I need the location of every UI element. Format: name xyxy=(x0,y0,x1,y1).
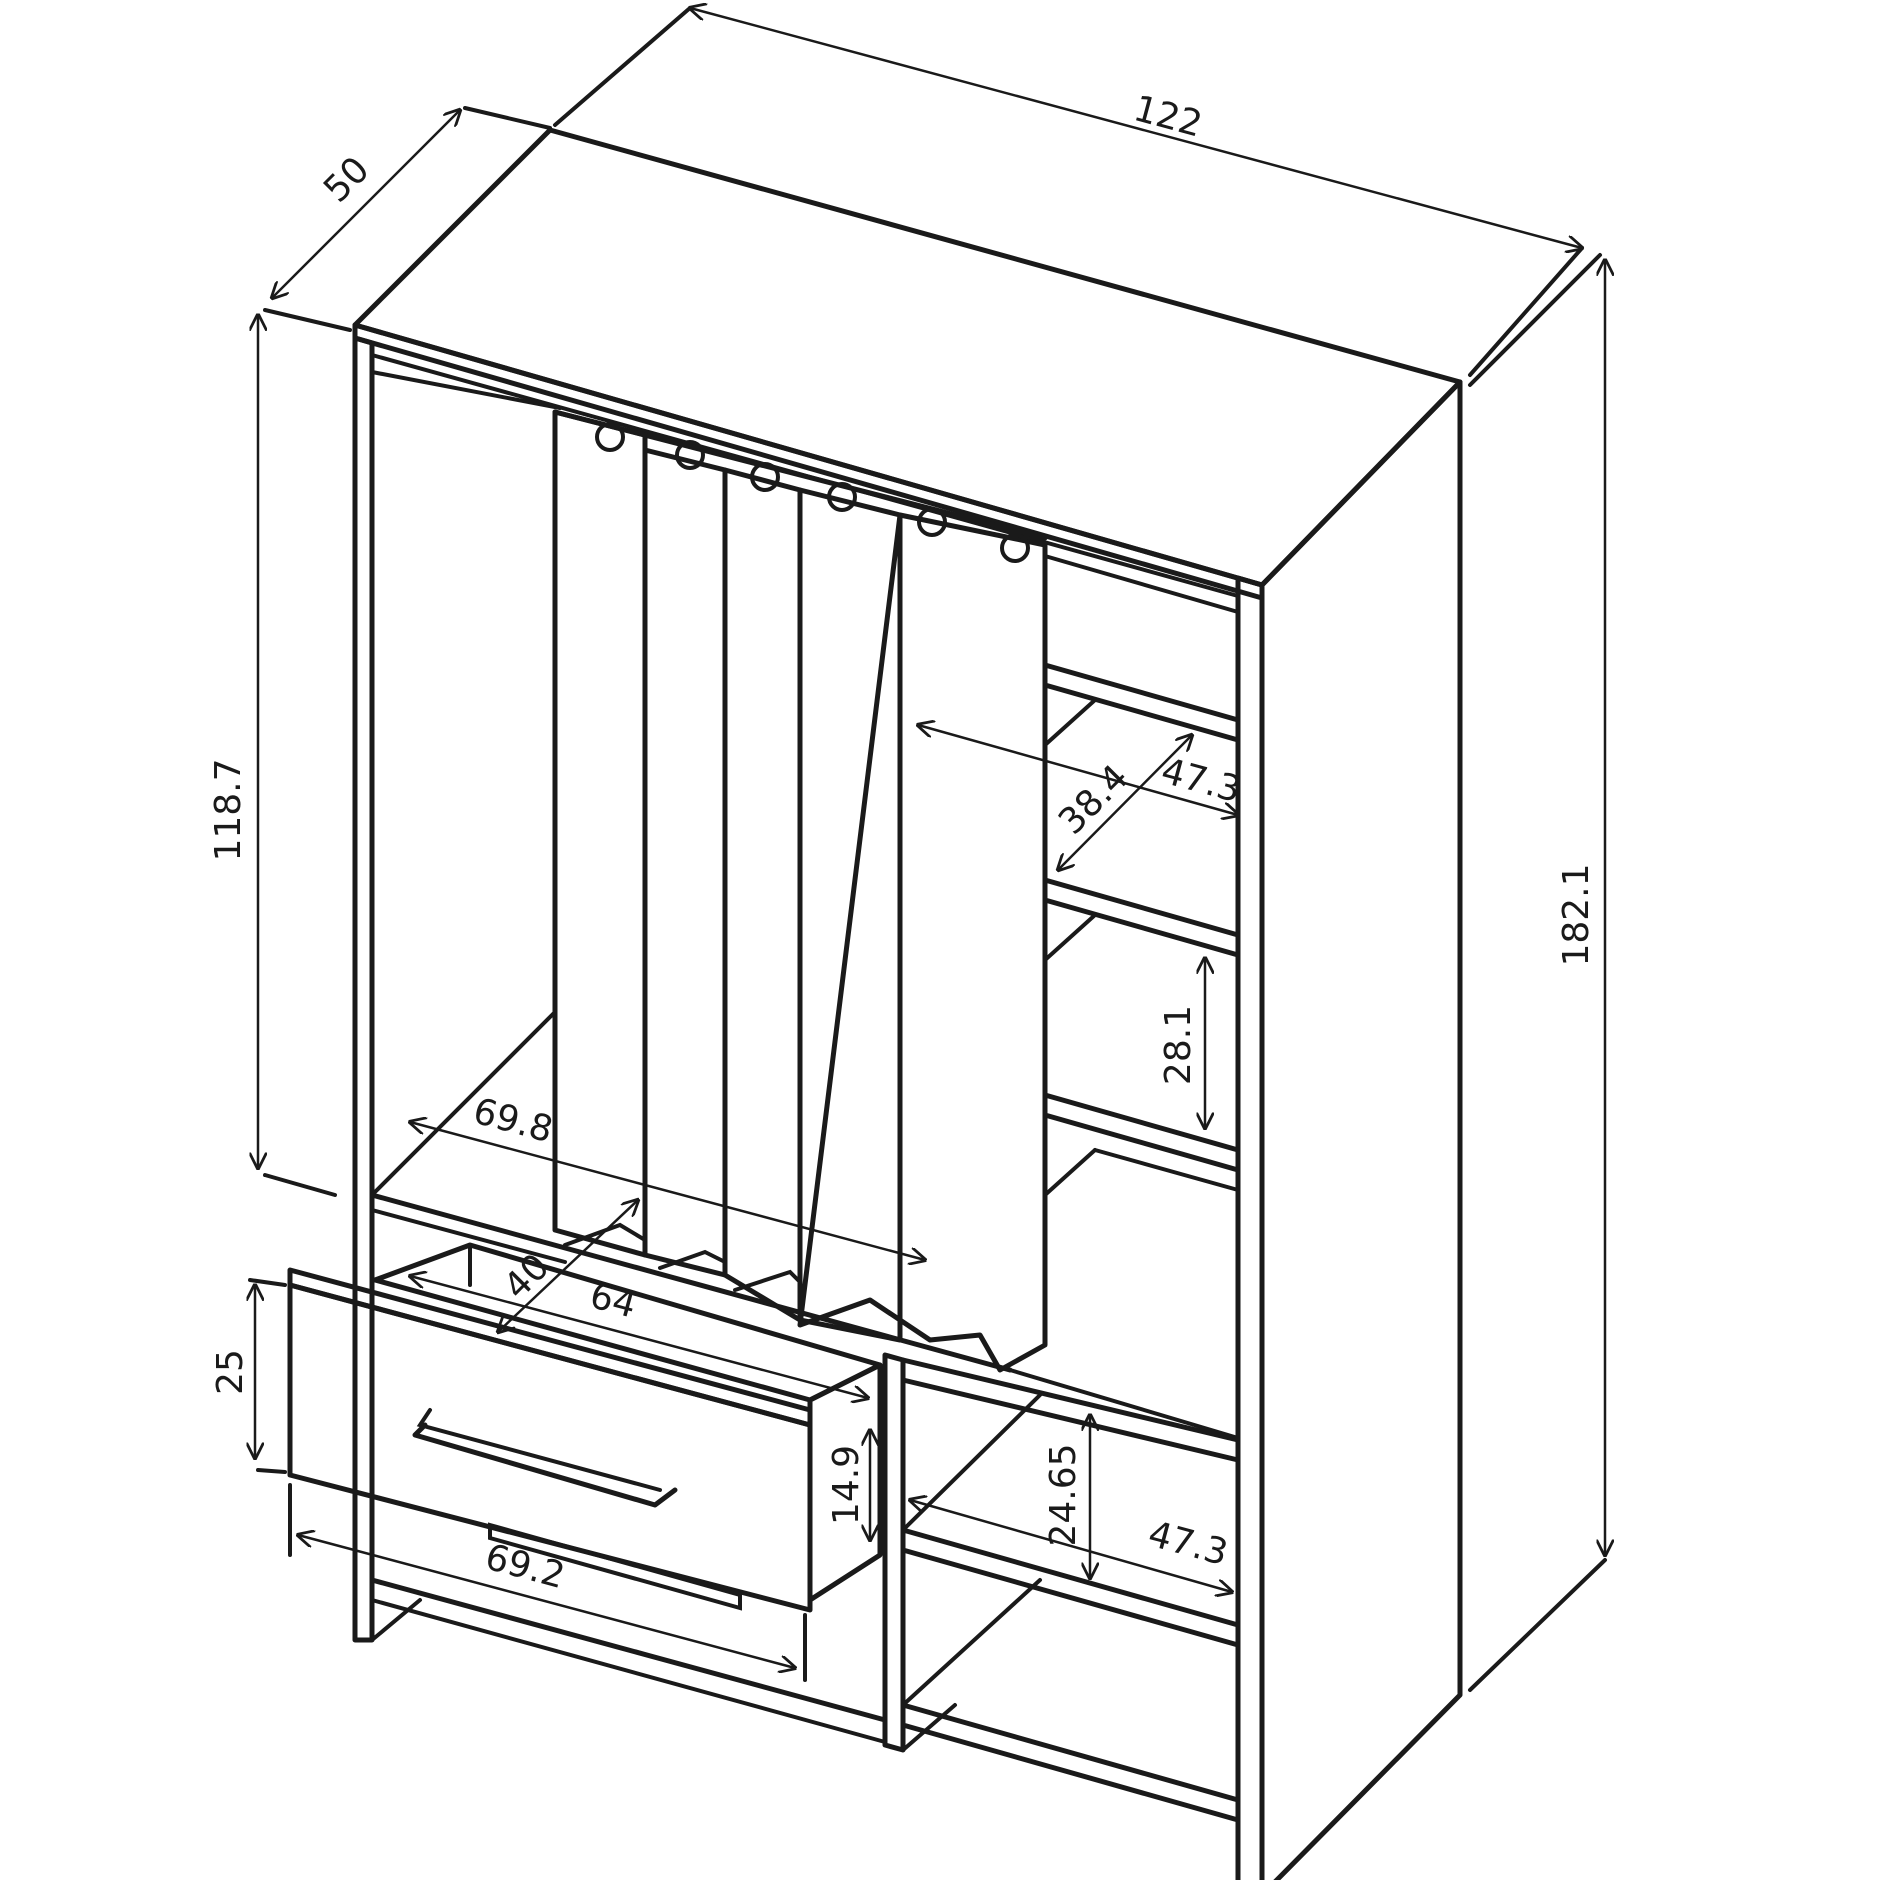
hanger-hook-4 xyxy=(827,482,857,512)
dim-ext-depth xyxy=(463,106,552,130)
dimension-lines xyxy=(248,6,1607,1692)
garment-3 xyxy=(722,467,803,1323)
garment-5 xyxy=(797,512,1048,1373)
middle-divider-lower xyxy=(882,1352,906,1753)
top-panel-edge xyxy=(352,322,1265,601)
dim-line-total-width xyxy=(690,8,1582,248)
shelf-5-depth xyxy=(901,1578,1042,1707)
back-rail-lower xyxy=(370,370,562,410)
label-shelf-gap-upper: 28.1 xyxy=(1158,1005,1199,1085)
dim-line-drawer-front-width xyxy=(298,1535,795,1668)
dim-ext-hanging-top xyxy=(263,308,352,332)
hanger-hooks xyxy=(595,422,1030,563)
shelf-2 xyxy=(1042,877,1241,958)
shelf-4 xyxy=(900,1357,1241,1463)
label-drawer-inner-width: 64 xyxy=(586,1275,641,1326)
shelf-3-back xyxy=(1093,1148,1240,1192)
back-rail-lower-right xyxy=(1043,554,1240,614)
garment-1 xyxy=(552,409,648,1258)
label-shelf-gap-lower: 24.65 xyxy=(1043,1443,1084,1546)
dim-line-depth xyxy=(272,110,460,298)
shelf-1 xyxy=(1042,662,1241,743)
shelf-1-depth xyxy=(1043,698,1097,747)
garment-2 xyxy=(642,447,728,1278)
hanger-hook-3 xyxy=(750,462,780,492)
label-total-height: 182.1 xyxy=(1556,863,1597,966)
dim-ext-height-top xyxy=(1468,253,1602,387)
dim-line-hanging-width xyxy=(410,1122,925,1260)
garment-4 xyxy=(797,487,903,1343)
label-shelf-depth: 38.4 xyxy=(1051,757,1137,843)
shelf-bottom xyxy=(900,1702,1241,1823)
bottom-rail-2 xyxy=(370,1598,887,1744)
cabinet-body xyxy=(352,127,1463,1880)
label-drawer-inner-height: 14.9 xyxy=(826,1445,867,1525)
right-shelves xyxy=(900,662,1241,1823)
dim-ext-width-left xyxy=(553,6,692,127)
drawer-handle-inner xyxy=(416,1408,662,1492)
label-shelf-width-upper: 47.3 xyxy=(1157,751,1245,811)
dim-ext-width-right xyxy=(1468,246,1584,377)
shelf-3 xyxy=(1042,1092,1241,1173)
dim-ext-drawer-bottom xyxy=(256,1468,287,1474)
shelf-4-depth xyxy=(901,1393,1042,1532)
hanger-hook-5 xyxy=(917,507,947,537)
dim-line-drawer-inner-width xyxy=(410,1276,868,1398)
dim-ext-height-bottom xyxy=(1468,1558,1607,1692)
dim-line-shelf-width-lower xyxy=(910,1500,1232,1592)
label-drawer-height: 25 xyxy=(210,1349,251,1395)
shelf-2-depth xyxy=(1043,913,1097,962)
hanging-floor-front xyxy=(369,1192,1013,1373)
hanger-hook-6 xyxy=(1000,533,1030,563)
base-middle-foot xyxy=(901,1703,957,1752)
hanger-hook-2 xyxy=(675,440,705,470)
label-hanging-height: 118.7 xyxy=(208,758,249,861)
hanger-hook-1 xyxy=(595,422,625,452)
dim-ext-hanging-bottom xyxy=(263,1173,337,1197)
dimension-labels: 122 50 182.1 118.7 69.8 40 64 25 14.9 69… xyxy=(208,88,1597,1597)
shelf-3-depth xyxy=(1043,1148,1097,1197)
label-total-width: 122 xyxy=(1129,88,1206,145)
dim-ext-drawer-top xyxy=(248,1278,287,1287)
dim-line-shelf-depth xyxy=(1058,735,1192,870)
right-side-panel xyxy=(1259,379,1463,1880)
divider-top-shelf xyxy=(1008,1368,1240,1440)
drawer-handle xyxy=(412,1422,678,1508)
hanging-floor-side xyxy=(370,1010,557,1197)
left-panel xyxy=(352,335,375,1643)
label-shelf-width-lower: 47.3 xyxy=(1144,1514,1232,1574)
garment-hem-3 xyxy=(733,1269,802,1292)
